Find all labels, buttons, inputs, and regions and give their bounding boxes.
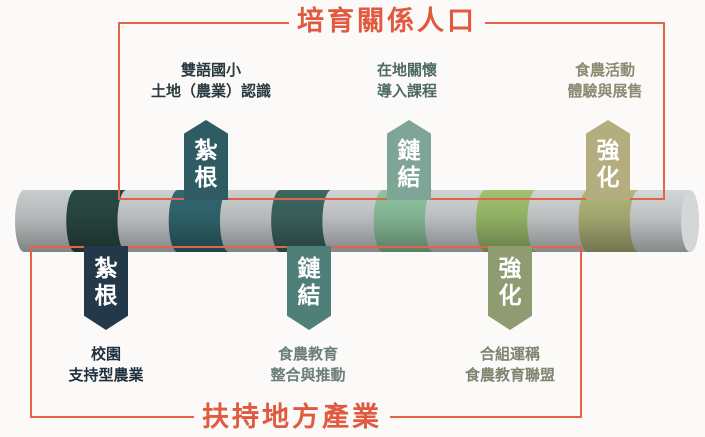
top-frame-title: 培育關係人口 [289,6,485,38]
arrow-char: 強 [596,138,620,164]
tube-segment [322,190,392,252]
arrow-char: 紮 [194,138,218,164]
tube-segment [219,190,290,252]
tube-segment [271,190,341,252]
tube-segment [424,190,495,252]
arrow-char: 化 [498,283,522,309]
caption-line: 土地（農業）認識 [150,82,271,100]
arrow-char: 根 [94,283,118,309]
tube-segment [117,190,187,252]
caption-line: 食農教育 [277,345,338,363]
caption-line: 導入課程 [376,82,437,100]
bottom-arrow-strengthen: 強 化 [488,246,532,330]
top-arrow-strengthen: 強 化 [586,120,630,200]
caption-line: 體驗與展售 [567,82,643,100]
tube-end-cap [681,190,699,252]
top-caption-root: 雙語國小 土地（農業）認識 [146,60,276,102]
bottom-arrow-link: 鏈 結 [287,246,331,330]
arrow-char: 化 [596,165,620,191]
tube-segment [15,190,85,252]
arrow-char: 根 [194,165,218,191]
tube-segment [629,190,699,252]
bottom-frame-title: 扶持地方產業 [194,402,390,434]
caption-line: 校園 [90,345,121,363]
caption-line: 在地關懷 [376,61,437,79]
arrow-char: 紮 [94,256,118,282]
caption-line: 整合與推動 [270,366,346,384]
tube-segment [527,190,597,252]
caption-line: 食農活動 [574,61,635,79]
bottom-caption-strengthen: 合組運稱 食農教育聯盟 [450,344,570,386]
tube-segment [373,190,443,252]
tube-segment [476,190,546,252]
top-arrow-root: 紮 根 [184,120,228,200]
bottom-arrow-root: 紮 根 [84,246,128,330]
top-arrow-link: 鏈 結 [387,120,431,200]
top-caption-link: 在地關懷 導入課程 [357,60,457,102]
tube-segment [66,190,136,252]
tube-segment [168,190,238,252]
bottom-caption-link: 食農教育 整合與推動 [258,344,358,386]
caption-line: 雙語國小 [180,61,241,79]
caption-line: 食農教育聯盟 [464,366,555,384]
caption-line: 支持型農業 [68,366,144,384]
arrow-char: 結 [397,165,421,191]
tube-segment [578,190,648,252]
caption-line: 合組運稱 [479,345,540,363]
arrow-char: 強 [498,256,522,282]
arrow-char: 鏈 [297,256,321,282]
arrow-char: 鏈 [397,138,421,164]
bottom-caption-root: 校園 支持型農業 [56,344,156,386]
arrow-char: 結 [297,283,321,309]
top-caption-strengthen: 食農活動 體驗與展售 [555,60,655,102]
